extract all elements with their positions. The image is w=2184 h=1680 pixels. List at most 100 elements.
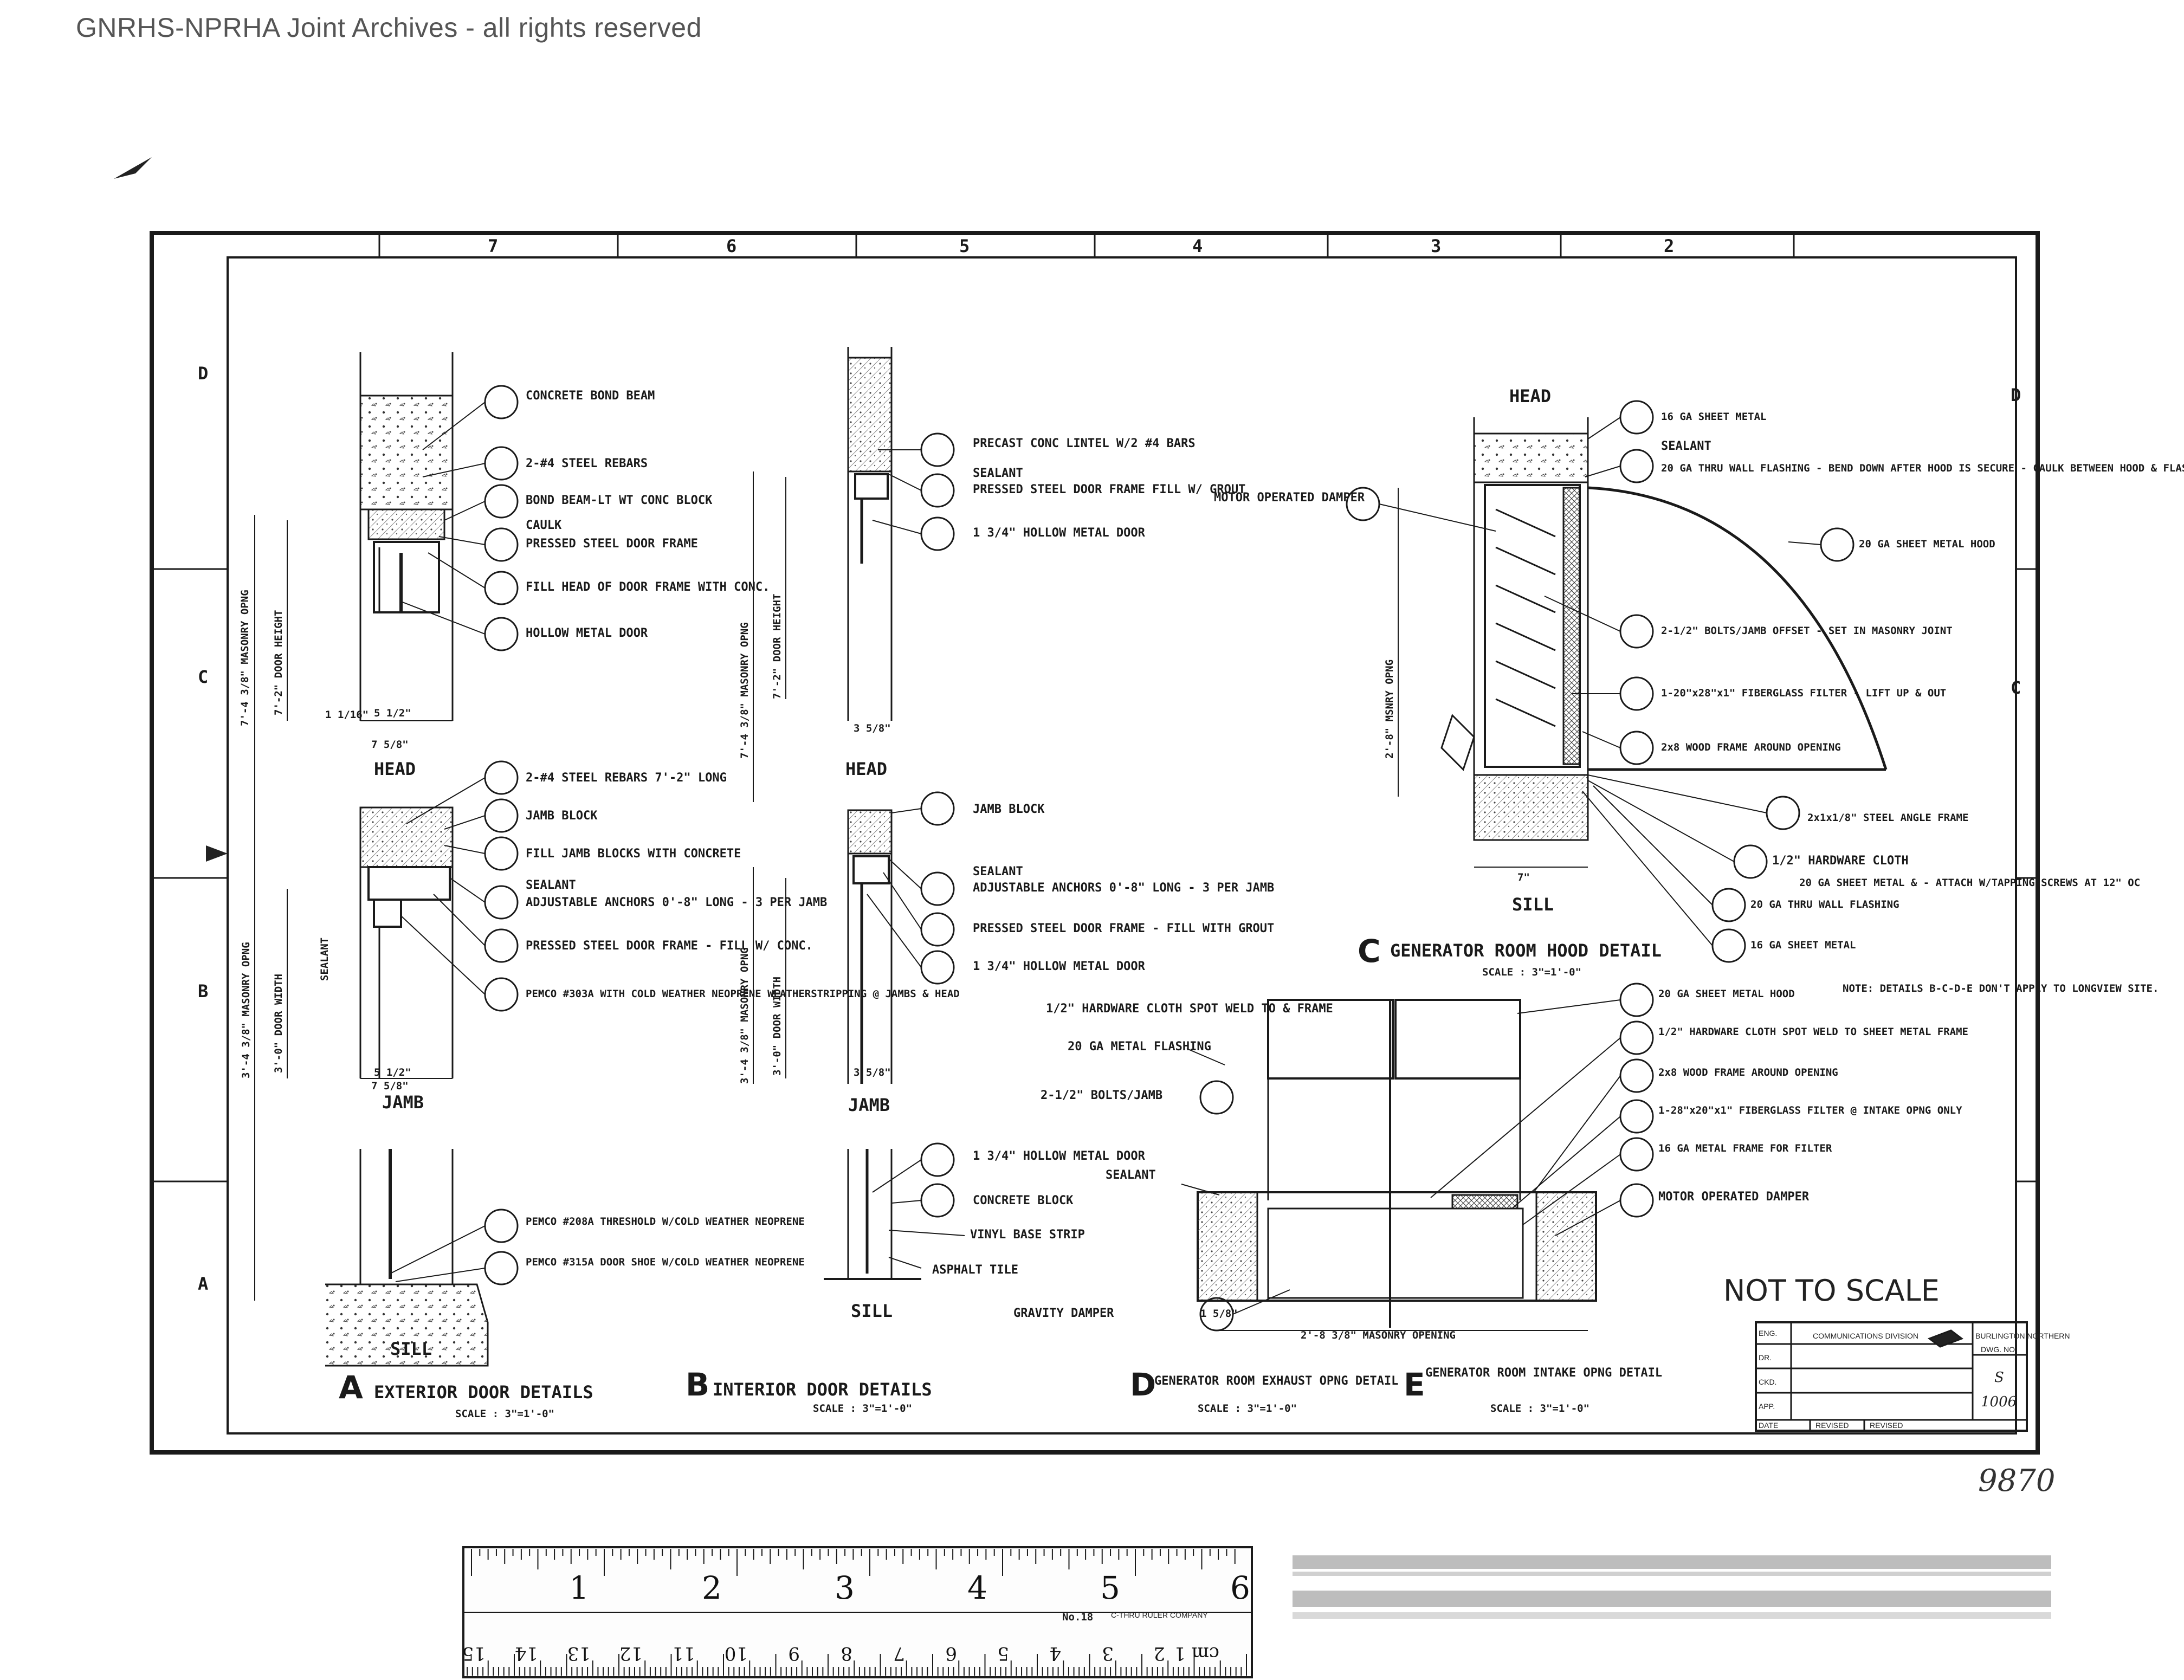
detail-a-sill-label: SILL bbox=[390, 1339, 432, 1359]
detail-a-letter: A bbox=[339, 1369, 363, 1406]
callout-text: 1 3/4" HOLLOW METAL DOOR bbox=[973, 960, 1146, 973]
title-dept: COMMUNICATIONS DIVISION bbox=[1813, 1332, 1918, 1340]
detail-b-door-width-dim: 3'-0" DOOR WIDTH bbox=[771, 977, 783, 1076]
ruler-cm-number: 7 bbox=[893, 1643, 905, 1664]
callout-text: 1/2" HARDWARE CLOTH SPOT WELD TO SHEET M… bbox=[1658, 1026, 1968, 1038]
title-footer-date: DATE bbox=[1759, 1421, 1778, 1430]
detail-e-letter: E bbox=[1404, 1366, 1425, 1403]
detail-a-masonry-opng-dim: 7'-4 3/8" MASONRY OPNG bbox=[239, 590, 251, 726]
callout-text: 20 GA SHEET METAL HOOD bbox=[1859, 538, 1995, 550]
detail-e-callouts: 20 GA SHEET METAL HOOD 1/2" HARDWARE CLO… bbox=[1658, 988, 1968, 1204]
detail-b-head-callouts: PRECAST CONC LINTEL W/2 #4 BARS SEALANT … bbox=[973, 437, 1245, 540]
title-dwg-no-label: DWG. NO. bbox=[1981, 1345, 2017, 1354]
callout-text: JAMB BLOCK bbox=[973, 803, 1045, 816]
detail-a-scale: SCALE : 3"=1'-0" bbox=[455, 1408, 554, 1420]
title-block bbox=[1755, 1321, 2028, 1432]
ruler-inch-number: 3 bbox=[835, 1569, 855, 1606]
callout-text: 2-1/2" BOLTS/JAMB bbox=[1041, 1089, 1162, 1102]
border-row-letters: D C B A D C bbox=[198, 363, 2021, 1294]
callout-text: PRESSED STEEL DOOR FRAME bbox=[526, 537, 698, 551]
callout-text: SEALANT bbox=[526, 878, 576, 892]
ruler-inch-number: 6 bbox=[1230, 1569, 1250, 1606]
ruler-inch-number: 2 bbox=[702, 1569, 722, 1606]
callout-text: JAMB BLOCK bbox=[526, 809, 598, 823]
title-block-text: ENG. DR. CKD. APP. COMMUNICATIONS DIVISI… bbox=[1759, 1329, 2070, 1430]
column-number: 6 bbox=[726, 236, 736, 256]
callout-text: 20 GA THRU WALL FLASHING bbox=[1750, 899, 1899, 910]
callout-text: 1/2" HARDWARE CLOTH SPOT WELD TO & FRAME bbox=[1046, 1002, 1333, 1016]
smudged-stamp-strip bbox=[1293, 1555, 2051, 1619]
detail-b-head-label: HEAD bbox=[845, 759, 887, 779]
detail-a-jamb-label: JAMB bbox=[382, 1092, 424, 1113]
column-number: 3 bbox=[1431, 236, 1441, 256]
ruler-model: No.18 bbox=[1062, 1611, 1093, 1623]
callout-text: 2x1x1/8" STEEL ANGLE FRAME bbox=[1807, 812, 1968, 824]
archive-watermark: GNRHS-NPRHA Joint Archives - all rights … bbox=[76, 12, 702, 43]
callout-text: CAULK bbox=[526, 519, 562, 532]
ruler-cm-number: 6 bbox=[945, 1643, 957, 1664]
detail-a-labels: HEAD JAMB SILL 5 1/2" 7 5/8" 1 1/16" 5 1… bbox=[239, 389, 960, 1420]
ruler-inch-number: 1 bbox=[569, 1569, 589, 1606]
callout-text: SEALANT bbox=[1106, 1168, 1156, 1182]
callout-text: BOND BEAM-LT WT CONC BLOCK bbox=[526, 494, 713, 507]
detail-b-labels: HEAD JAMB SILL 3 5/8" 3 5/8" 7'-4 3/8" M… bbox=[686, 437, 1274, 1414]
callout-text: CONCRETE BOND BEAM bbox=[526, 389, 655, 403]
callout-text: HOLLOW METAL DOOR bbox=[526, 626, 648, 640]
detail-b-sill-label: SILL bbox=[851, 1301, 893, 1321]
ruler-cm-number: 9 bbox=[788, 1643, 800, 1664]
callout-text: PEMCO #315A DOOR SHOE W/COLD WEATHER NEO… bbox=[526, 1256, 805, 1268]
detail-c-callouts: MOTOR OPERATED DAMPER 16 GA SHEET METAL … bbox=[1214, 411, 2184, 951]
row-letter: C bbox=[2011, 677, 2021, 698]
ruler-cm-number: cm 1 bbox=[1174, 1643, 1219, 1664]
detail-c-scale: SCALE : 3"=1'-0" bbox=[1482, 966, 1581, 978]
ruler-cm-number: 4 bbox=[1049, 1643, 1061, 1664]
detail-d-e-labels: 1/2" HARDWARE CLOTH SPOT WELD TO & FRAME… bbox=[1013, 983, 2159, 1414]
detail-b-letter: B bbox=[686, 1366, 709, 1403]
detail-d-side-dim: 1 5/8" bbox=[1200, 1308, 1238, 1320]
detail-c-width-dim: 7" bbox=[1517, 871, 1530, 883]
detail-c-msnry-opng-dim: 2'-8" MSNRY OPNG bbox=[1384, 660, 1395, 759]
site-note: NOTE: DETAILS B-C-D-E DON'T APPLY TO LON… bbox=[1843, 983, 2159, 994]
detail-a-masonry-opng-jamb-dim: 3'-4 3/8" MASONRY OPNG bbox=[240, 942, 252, 1078]
callout-text: FILL JAMB BLOCKS WITH CONCRETE bbox=[526, 847, 741, 861]
callout-text: PRECAST CONC LINTEL W/2 #4 BARS bbox=[973, 437, 1196, 450]
callout-text: PRESSED STEEL DOOR FRAME - FILL W/ CONC. bbox=[526, 939, 813, 953]
sheet-border bbox=[150, 231, 2040, 1455]
ruler-cm-number: 3 bbox=[1102, 1643, 1114, 1664]
not-to-scale-stamp: NOT TO SCALE bbox=[1723, 1274, 1940, 1308]
ruler-inch-number: 5 bbox=[1100, 1569, 1120, 1606]
detail-a-title: EXTERIOR DOOR DETAILS bbox=[374, 1382, 593, 1403]
detail-d-masonry-opng-dim: 2'-8 3/8" MASONRY OPENING bbox=[1301, 1329, 1456, 1341]
detail-b-door-height-dim: 7'-2" DOOR HEIGHT bbox=[771, 594, 783, 699]
detail-b-scale: SCALE : 3"=1'-0" bbox=[813, 1403, 912, 1414]
measuring-ruler: 1 2 3 4 5 6 No.18 C-THRU RULER COMPANY c… bbox=[462, 1546, 1253, 1678]
ruler-cm-number: 13 bbox=[567, 1643, 591, 1664]
callout-text: 16 GA SHEET METAL bbox=[1750, 939, 1856, 951]
ruler-cm-number: 5 bbox=[997, 1643, 1009, 1664]
callout-text: PRESSED STEEL DOOR FRAME - FILL WITH GRO… bbox=[973, 922, 1274, 935]
detail-d-title: GENERATOR ROOM EXHAUST OPNG DETAIL bbox=[1154, 1374, 1398, 1388]
ruler-cm-number: 10 bbox=[725, 1643, 748, 1664]
title-row-dr: DR. bbox=[1759, 1353, 1772, 1362]
callout-text: 2-#4 STEEL REBARS 7'-2" LONG bbox=[526, 771, 727, 785]
callout-text: PEMCO #208A THRESHOLD W/COLD WEATHER NEO… bbox=[526, 1216, 805, 1227]
detail-d-scale: SCALE : 3"=1'-0" bbox=[1198, 1403, 1297, 1414]
callout-text: CONCRETE BLOCK bbox=[973, 1194, 1074, 1207]
handwritten-sheet-number: 9870 bbox=[1978, 1463, 2056, 1498]
callout-text: 16 GA SHEET METAL bbox=[1661, 411, 1766, 423]
title-footer-revised: REVISED bbox=[1870, 1421, 1903, 1430]
title-sheet: 1006 bbox=[1981, 1394, 2017, 1410]
ruler-cm-number: 2 bbox=[1153, 1643, 1165, 1664]
ruler-cm-number: 11 bbox=[672, 1643, 695, 1664]
callout-text: PRESSED STEEL DOOR FRAME FILL W/ GROUT bbox=[973, 483, 1245, 496]
detail-c-labels: HEAD SILL 7" 2'-8" MSNRY OPNG MOTOR OPER… bbox=[1214, 386, 2184, 978]
callout-text: ASPHALT TILE bbox=[932, 1263, 1018, 1277]
detail-a-sealant-dim: SEALANT bbox=[319, 938, 331, 981]
callout-text: 20 GA SHEET METAL & - ATTACH W/TAPPING S… bbox=[1799, 877, 2140, 889]
callout-text: 20 GA SHEET METAL HOOD bbox=[1658, 988, 1795, 1000]
callout-text: 2-1/2" BOLTS/JAMB OFFSET - SET IN MASONR… bbox=[1661, 625, 1953, 637]
detail-c-title: GENERATOR ROOM HOOD DETAIL bbox=[1390, 940, 1662, 961]
row-letter: D bbox=[198, 363, 208, 384]
callout-text: 2x8 WOOD FRAME AROUND OPENING bbox=[1658, 1067, 1838, 1078]
detail-a-door-height-dim: 7'-2" DOOR HEIGHT bbox=[273, 610, 285, 715]
